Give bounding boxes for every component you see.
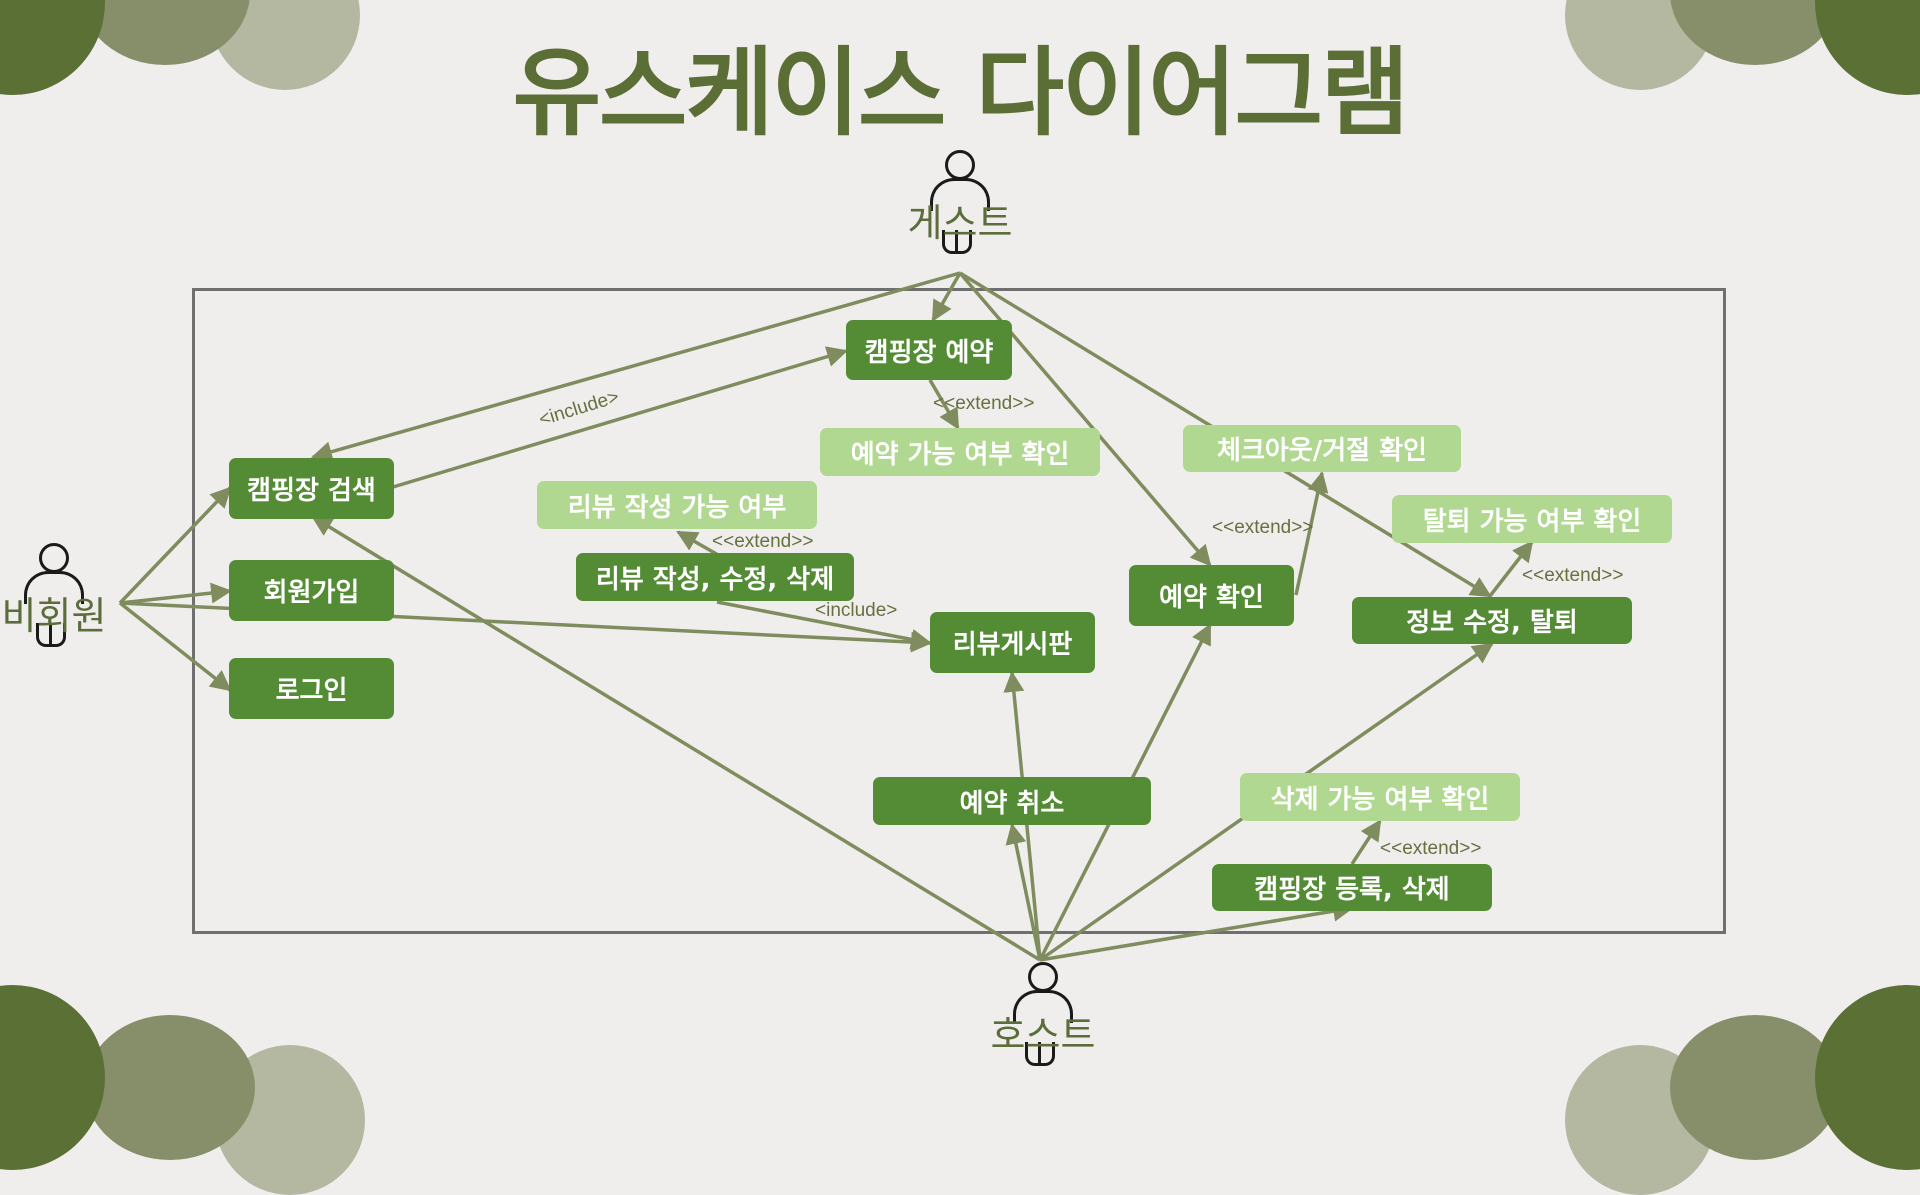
edge-host-camp-register xyxy=(1039,900,1355,962)
edge-extend-register xyxy=(1350,819,1382,865)
use-case-reserve-cancel[interactable]: 예약 취소 xyxy=(873,777,1151,825)
actor-body xyxy=(1013,990,1073,1023)
actor-legs xyxy=(1025,1042,1055,1066)
actor-label: 게스트 xyxy=(907,201,1013,245)
edge-host-camp-search xyxy=(311,515,1041,962)
use-case-camp-search[interactable]: 캠핑장 검색 xyxy=(229,458,394,519)
use-case-withdraw-availability[interactable]: 탈퇴 가능 여부 확인 xyxy=(1392,495,1672,543)
edge-extend-checkout xyxy=(1294,470,1329,596)
actor-label: 호스트 xyxy=(990,1013,1096,1057)
extend-label: <<extend>> xyxy=(712,531,814,552)
extend-label: <<extend>> xyxy=(933,393,1035,414)
actor-head xyxy=(39,543,69,573)
use-case-review-availability[interactable]: 리뷰 작성 가능 여부 xyxy=(537,481,817,529)
edge-nonmember-camp-search xyxy=(118,486,232,605)
edge-extend-withdraw xyxy=(1488,540,1534,598)
edge-extend-review xyxy=(676,530,721,558)
page-title: 유스케이스 다이어그램 xyxy=(512,37,1410,149)
extend-label: <<extend>> xyxy=(1380,838,1482,859)
use-case-info-edit[interactable]: 정보 수정, 탈퇴 xyxy=(1352,597,1632,644)
actor-body xyxy=(24,571,84,604)
edge-extend-reserve xyxy=(928,379,960,430)
include-label: <include> xyxy=(815,600,898,621)
actor-label: 비회원 xyxy=(1,594,107,638)
edge-nonmember-signup xyxy=(119,582,233,605)
use-case-delete-availability[interactable]: 삭제 가능 여부 확인 xyxy=(1240,773,1520,821)
use-case-review-write[interactable]: 리뷰 작성, 수정, 삭제 xyxy=(576,553,854,601)
use-case-login[interactable]: 로그인 xyxy=(229,658,394,719)
actor-legs xyxy=(942,230,972,254)
actor-legs xyxy=(36,623,66,647)
use-case-checkout-reject[interactable]: 체크아웃/거절 확인 xyxy=(1183,425,1461,472)
actor-body xyxy=(930,178,990,211)
actor-guest: 게스트 xyxy=(900,150,1020,270)
use-case-reserve-check[interactable]: 예약 확인 xyxy=(1129,565,1294,626)
actor-host: 호스트 xyxy=(983,962,1103,1080)
extend-label: <<extend>> xyxy=(1522,565,1624,586)
edge-include-review xyxy=(716,600,933,650)
edge-nonmember-login xyxy=(118,601,232,692)
edge-guest-reserve-check xyxy=(958,271,1212,567)
use-case-signup[interactable]: 회원가입 xyxy=(229,560,394,621)
actor-head xyxy=(945,150,975,180)
system-boundary xyxy=(192,288,1726,934)
edge-guest-camp-search xyxy=(310,271,961,462)
edge-host-reserve-cancel xyxy=(1005,822,1042,961)
use-case-review-board[interactable]: 리뷰게시판 xyxy=(930,612,1095,673)
edge-guest-camp-reserve xyxy=(931,272,962,322)
extend-label: <<extend>> xyxy=(1212,517,1314,538)
actor-nonmember: 비회원 xyxy=(0,543,114,663)
use-case-reserve-availability[interactable]: 예약 가능 여부 확인 xyxy=(820,428,1100,476)
use-case-camp-reserve[interactable]: 캠핑장 예약 xyxy=(846,320,1012,380)
edge-include-search-reserve xyxy=(392,346,849,489)
actor-head xyxy=(1028,962,1058,992)
use-case-camp-register[interactable]: 캠핑장 등록, 삭제 xyxy=(1212,864,1492,911)
